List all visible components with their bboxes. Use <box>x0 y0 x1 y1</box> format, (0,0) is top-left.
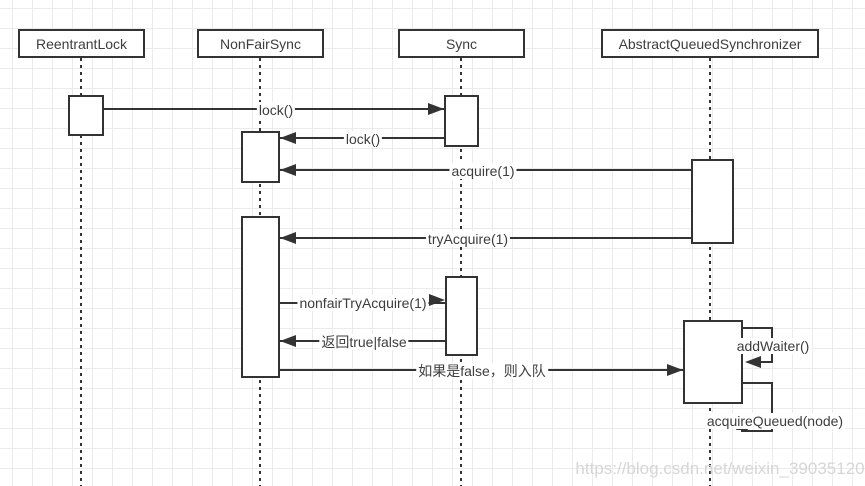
watermark-text: https://blog.csdn.net/weixin_39035120 <box>575 459 865 478</box>
message-label-acquirequeued: acquireQueued(node) <box>704 413 846 429</box>
actor-nonfairsync: NonFairSync <box>197 29 324 58</box>
lifeline-sync <box>460 58 462 486</box>
message-label-lock-2: lock() <box>343 131 383 147</box>
message-label-enqueue-if-false: 如果是false，则入队 <box>416 363 548 379</box>
arrowhead-left-icon <box>280 164 296 176</box>
selfloop-acquirequeued-bottom <box>741 430 773 432</box>
message-label-acquire: acquire(1) <box>449 163 517 179</box>
arrowhead-left-icon <box>280 232 296 244</box>
arrowhead-right-icon <box>667 364 683 376</box>
arrowhead-right-icon <box>428 103 444 115</box>
activation-aqs-1 <box>691 159 734 244</box>
actor-label: AbstractQueuedSynchronizer <box>618 35 802 52</box>
activation-sync-2 <box>445 276 478 356</box>
message-label-addwaiter: addWaiter() <box>734 338 812 354</box>
selfloop-acquirequeued-vertical <box>771 382 773 432</box>
selfloop-addwaiter-out <box>743 327 773 329</box>
arrowhead-left-icon <box>745 356 761 368</box>
arrowhead-left-icon <box>280 132 296 144</box>
activation-nonfairsync-2 <box>241 216 280 378</box>
arrowhead-left-icon <box>280 335 296 347</box>
message-label-lock-1: lock() <box>256 102 296 118</box>
actor-abstractqueuedsynchronizer: AbstractQueuedSynchronizer <box>601 29 819 58</box>
actor-label: Sync <box>445 35 478 52</box>
arrowhead-right-icon <box>429 294 445 306</box>
selfloop-acquirequeued-out <box>743 382 773 384</box>
message-label-nonfairtryacquire: nonfairTryAcquire(1) <box>297 295 429 311</box>
lifeline-reentrantlock <box>80 58 82 486</box>
selfloop-addwaiter-return <box>756 361 773 363</box>
activation-sync-1 <box>444 95 479 147</box>
activation-reentrantlock <box>68 95 104 136</box>
actor-label: NonFairSync <box>220 35 301 52</box>
message-label-return-true-false: 返回true|false <box>319 334 409 350</box>
actor-label: ReentrantLock <box>35 35 128 52</box>
message-label-tryacquire: tryAcquire(1) <box>425 231 511 247</box>
actor-reentrantlock: ReentrantLock <box>18 29 145 58</box>
actor-sync: Sync <box>398 29 525 58</box>
activation-nonfairsync-1 <box>241 131 280 183</box>
activation-aqs-2 <box>683 320 743 404</box>
lifeline-abstractqueuedsynchronizer <box>709 58 711 486</box>
